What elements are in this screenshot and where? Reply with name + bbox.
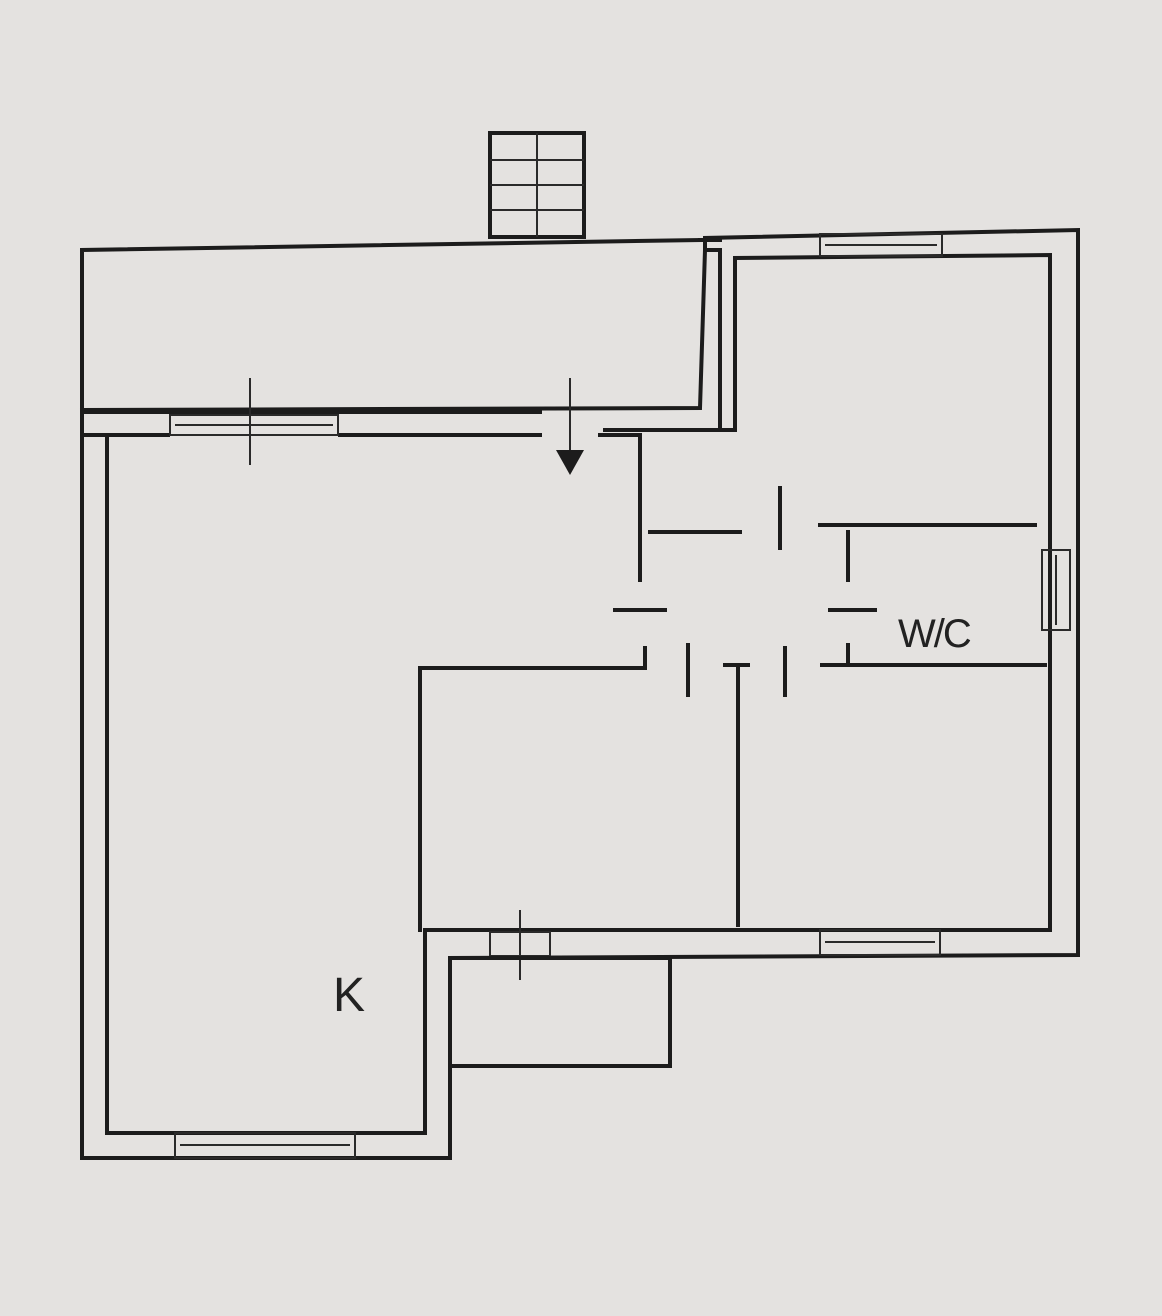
outer-walls <box>80 227 1080 1160</box>
room-label-kitchen: K <box>333 969 366 1022</box>
room-label-wc: W/C <box>898 612 972 656</box>
windows <box>169 233 1071 1159</box>
chimney <box>488 131 586 239</box>
drain-symbol <box>556 450 584 475</box>
veranda <box>79 237 722 413</box>
interior-walls <box>418 433 1047 932</box>
annex <box>448 956 672 1068</box>
